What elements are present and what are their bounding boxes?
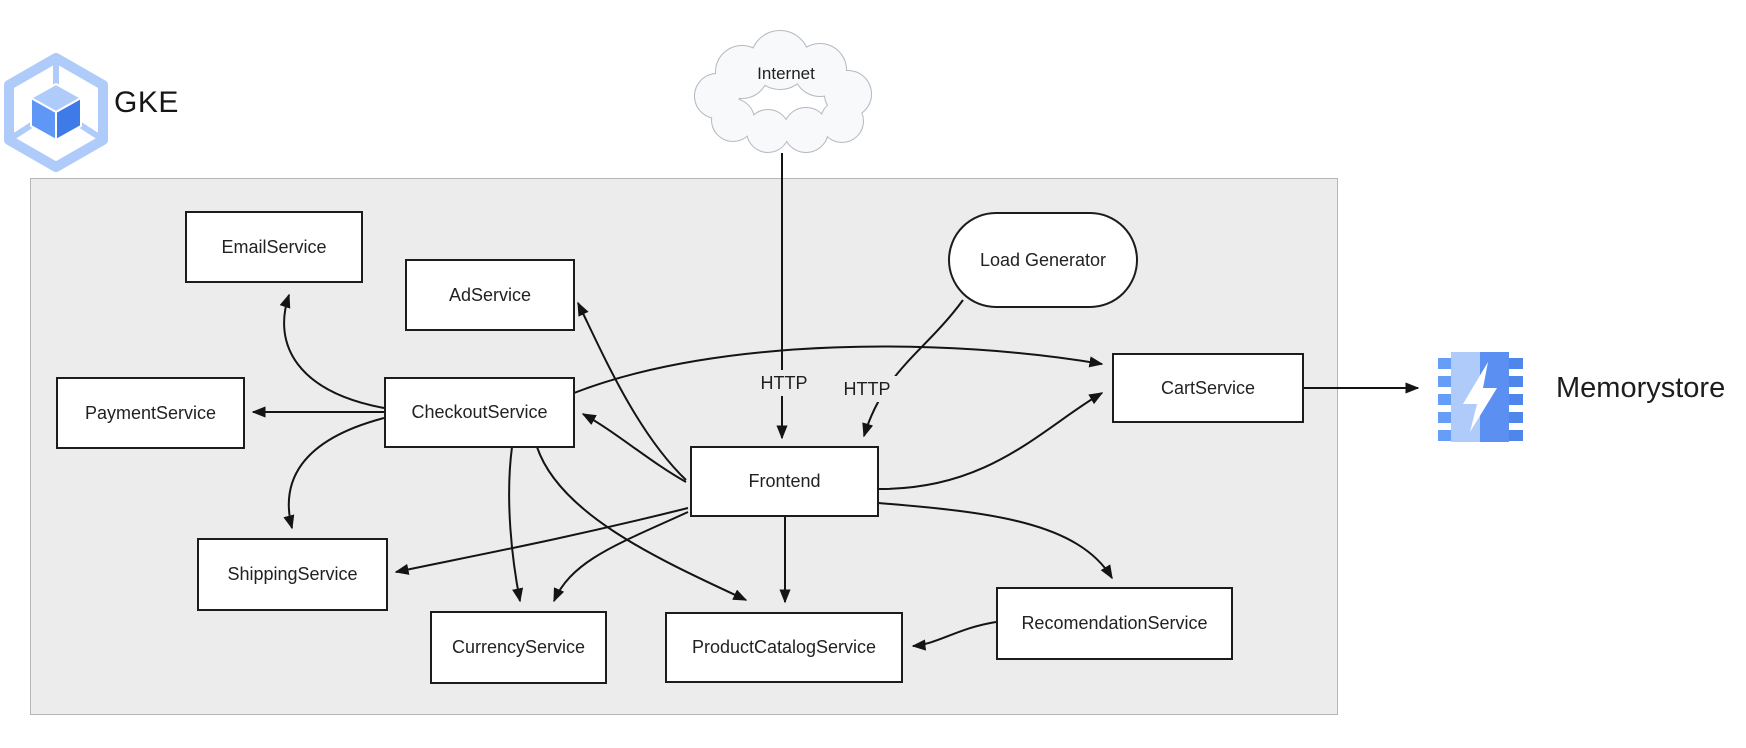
memorystore-pins-left [1438,358,1452,441]
internet-label: Internet [757,64,815,83]
edge-frontend-to-shipping-service [394,507,689,575]
edge-checkout-service-to-email-service [279,293,385,409]
node-currency-service: CurrencyService [430,611,607,684]
gke-cube [28,82,84,142]
edge-frontend-to-checkout-service [581,413,687,483]
gke-icon [4,53,108,172]
memorystore-label: Memorystore [1556,372,1726,404]
edge-checkout-service-to-cart-service [573,345,1104,394]
node-product-catalog-service: ProductCatalogService [665,612,903,683]
node-frontend: Frontend [690,446,879,517]
gke-label: GKE [114,86,179,119]
node-payment-service: PaymentService [56,377,245,449]
node-cart-service: CartService [1112,353,1304,423]
edge-checkout-service-to-shipping-service [283,417,385,530]
edge-recommendation-service-to-product-catalog-service [911,621,997,651]
edge-checkout-service-to-currency-service [508,446,524,603]
memorystore-icon [1438,352,1523,442]
edge-frontend-to-currency-service [553,511,689,603]
http-label-load-generator: HTTP [836,376,898,402]
edge-frontend-to-ad-service [577,301,687,481]
node-email-service: EmailService [185,211,363,283]
node-shipping-service: ShippingService [197,538,388,611]
http-label-internet: HTTP [752,370,816,396]
gke-cube-struts [11,62,101,140]
edge-load-generator-to-frontend [862,299,964,438]
internet-cloud-icon [694,30,872,153]
memorystore-pins-right [1509,358,1523,441]
node-recommendation-service: RecomendationService [996,587,1233,660]
edge-frontend-to-cart-service [877,392,1104,491]
node-load-generator: Load Generator [948,212,1138,308]
node-ad-service: AdService [405,259,575,331]
memorystore-bolt-icon [1463,362,1497,432]
edge-checkout-service-to-product-catalog-service [536,446,748,601]
node-checkout-service: CheckoutService [384,377,575,448]
edge-frontend-to-recommendation-service [877,502,1113,580]
